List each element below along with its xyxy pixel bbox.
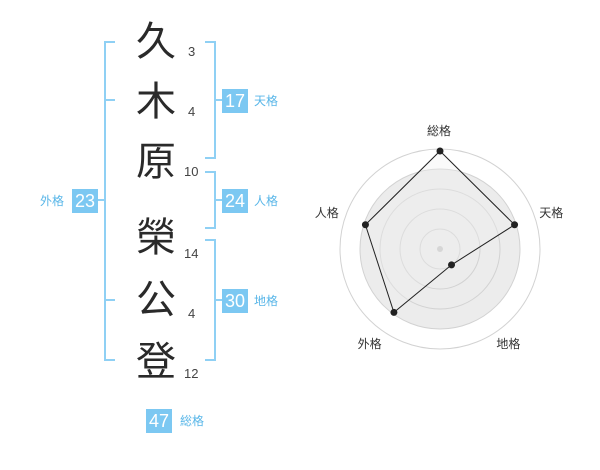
stroke-count-2: 4	[188, 104, 196, 119]
radar-axis-label-tenkaku: 天格	[539, 205, 564, 220]
radar-series-polygon	[364, 150, 516, 314]
radar-axis-label-chikaku: 地格	[496, 337, 521, 352]
soukaku-label: 総格	[180, 414, 205, 428]
chikaku-label: 地格	[254, 294, 279, 308]
radar-point-1	[436, 147, 444, 155]
radar-center-dot	[437, 246, 443, 252]
radar-ring-1	[419, 228, 461, 270]
gaikaku-value: 23	[72, 189, 98, 213]
radar-axis-label-gaikaku: 外格	[357, 337, 382, 352]
radar-point-3	[448, 261, 456, 269]
radar-point-4	[390, 308, 398, 316]
gaikaku-label: 外格	[40, 194, 65, 208]
jinkaku-value: 24	[222, 189, 248, 213]
radar-point-5	[361, 221, 369, 229]
tenkaku-label: 天格	[254, 94, 279, 108]
tenkaku-value: 17	[222, 89, 248, 113]
name-char-2: 木	[136, 79, 176, 125]
radar-ring-3	[379, 188, 501, 310]
stroke-count-1: 3	[188, 44, 196, 59]
name-char-4: 榮	[136, 215, 176, 261]
name-char-6: 登	[136, 339, 176, 385]
radar-axis-label-soukaku: 総格	[427, 124, 452, 138]
soukaku-value: 47	[146, 409, 172, 433]
chikaku-value: 30	[222, 289, 248, 313]
name-char-5: 公	[136, 277, 176, 323]
radar-ring-4	[359, 168, 521, 330]
stroke-count-3: 10	[184, 164, 199, 179]
stroke-count-6: 12	[184, 366, 199, 381]
name-char-1: 久	[136, 19, 176, 65]
jinkaku-label: 人格	[254, 194, 279, 208]
stroke-count-4: 14	[184, 246, 199, 261]
radar-axis-label-jinkaku: 人格	[314, 205, 339, 220]
radar-ring-2	[399, 208, 481, 290]
radar-point-2	[511, 221, 519, 229]
stroke-count-5: 4	[188, 306, 196, 321]
name-char-3: 原	[136, 139, 176, 185]
